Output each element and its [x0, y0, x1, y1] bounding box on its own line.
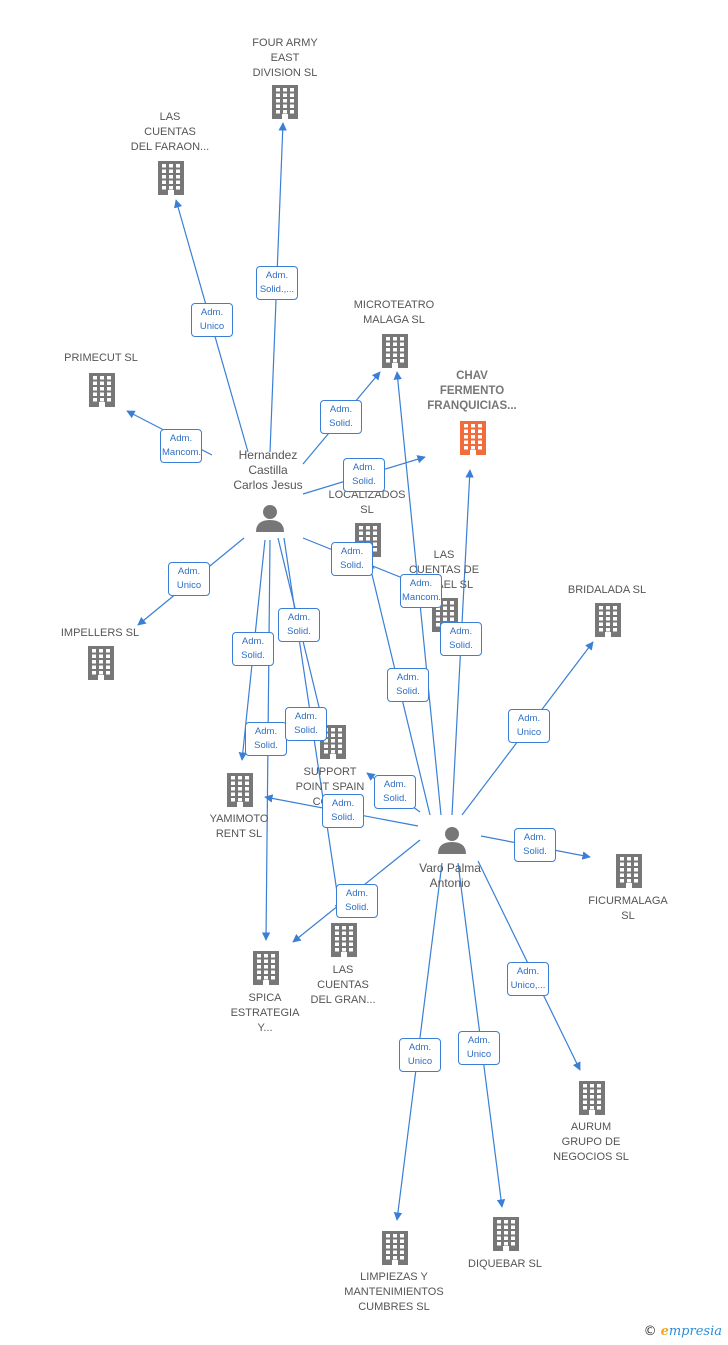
building-icon [88, 646, 114, 680]
empresia-watermark: ©empresia [644, 1324, 722, 1339]
company-label-four_army[interactable]: FOUR ARMY EAST DIVISION SL [252, 37, 318, 79]
company-label-primecut[interactable]: PRIMECUT SL [64, 352, 138, 364]
building-icon [382, 1231, 408, 1265]
company-label-impellers[interactable]: IMPELLERS SL [60, 627, 140, 639]
role-badge[interactable]: Adm. Solid. [278, 608, 320, 642]
building-icon [253, 951, 279, 985]
building-icon [616, 854, 642, 888]
company-label-localizados[interactable]: LOCALIZADOS SL [328, 489, 406, 516]
role-badge[interactable]: Adm. Solid.,... [256, 266, 298, 300]
company-label-bridalada[interactable]: BRIDALADA SL [567, 584, 647, 596]
building-icon [272, 85, 298, 119]
role-badge[interactable]: Adm. Unico [191, 303, 233, 337]
building-icon [320, 725, 346, 759]
company-label-yamimoto[interactable]: YAMIMOTO RENT SL [209, 813, 269, 840]
building-icon [227, 773, 253, 807]
company-label-ficurmalaga[interactable]: FICURMALAGA SL [588, 895, 668, 922]
role-badge[interactable]: Adm. Unico [508, 709, 550, 743]
person-icon [438, 827, 466, 854]
company-label-las_cuentas_faraon[interactable]: LAS CUENTAS DEL FARAON... [130, 111, 210, 153]
person-label-hernandez[interactable]: Hernandez Castilla Carlos Jesus [233, 448, 303, 492]
company-label-las_cuentas_gran[interactable]: LAS CUENTAS DEL GRAN... [310, 964, 376, 1006]
building-icon [493, 1217, 519, 1251]
role-badge[interactable]: Adm. Solid. [387, 668, 429, 702]
building-icon [382, 334, 408, 368]
role-badge[interactable]: Adm. Mancom. [400, 574, 442, 608]
company-label-diquebar[interactable]: DIQUEBAR SL [468, 1258, 542, 1270]
building-icon [158, 161, 184, 195]
role-badge[interactable]: Adm. Solid. [440, 622, 482, 656]
role-badge[interactable]: Adm. Solid. [336, 884, 378, 918]
brand-initial: e [660, 1324, 669, 1339]
role-badge[interactable]: Adm. Solid. [232, 632, 274, 666]
role-badge[interactable]: Adm. Unico [458, 1031, 500, 1065]
role-badge[interactable]: Adm. Solid. [343, 458, 385, 492]
company-label-chav[interactable]: CHAV FERMENTO FRANQUICIAS... [427, 370, 517, 412]
building-icon [89, 373, 115, 407]
role-badge[interactable]: Adm. Unico [168, 562, 210, 596]
role-badge[interactable]: Adm. Solid. [320, 400, 362, 434]
role-badge[interactable]: Adm. Solid. [245, 722, 287, 756]
role-badge[interactable]: Adm. Mancom. [160, 429, 202, 463]
role-badge[interactable]: Adm. Solid. [322, 794, 364, 828]
company-label-spica[interactable]: SPICA ESTRATEGIA Y... [230, 992, 300, 1034]
company-label-las_cuentas_rafael[interactable]: LAS CUENTAS DE RAFAEL SL [408, 549, 480, 591]
company-label-limpiezas[interactable]: LIMPIEZAS Y MANTENIMIENTOS CUMBRES SL [344, 1271, 444, 1313]
person-label-varo[interactable]: Varo Palma Antonio [419, 861, 481, 890]
building-icon [579, 1081, 605, 1115]
company-label-aurum[interactable]: AURUM GRUPO DE NEGOCIOS SL [553, 1121, 629, 1163]
building-icon [595, 603, 621, 637]
role-badge[interactable]: Adm. Solid. [514, 828, 556, 862]
role-badge[interactable]: Adm. Unico,... [507, 962, 549, 996]
company-label-microteatro[interactable]: MICROTEATRO MALAGA SL [353, 299, 435, 326]
building-icon [460, 421, 486, 455]
role-badge[interactable]: Adm. Solid. [374, 775, 416, 809]
role-badge[interactable]: Adm. Solid. [331, 542, 373, 576]
role-badge[interactable]: Adm. Unico [399, 1038, 441, 1072]
building-icon [331, 923, 357, 957]
brand-name: mpresia [668, 1324, 722, 1339]
person-icon [256, 505, 284, 532]
role-badge[interactable]: Adm. Solid. [285, 707, 327, 741]
copyright-symbol: © [643, 1324, 657, 1339]
